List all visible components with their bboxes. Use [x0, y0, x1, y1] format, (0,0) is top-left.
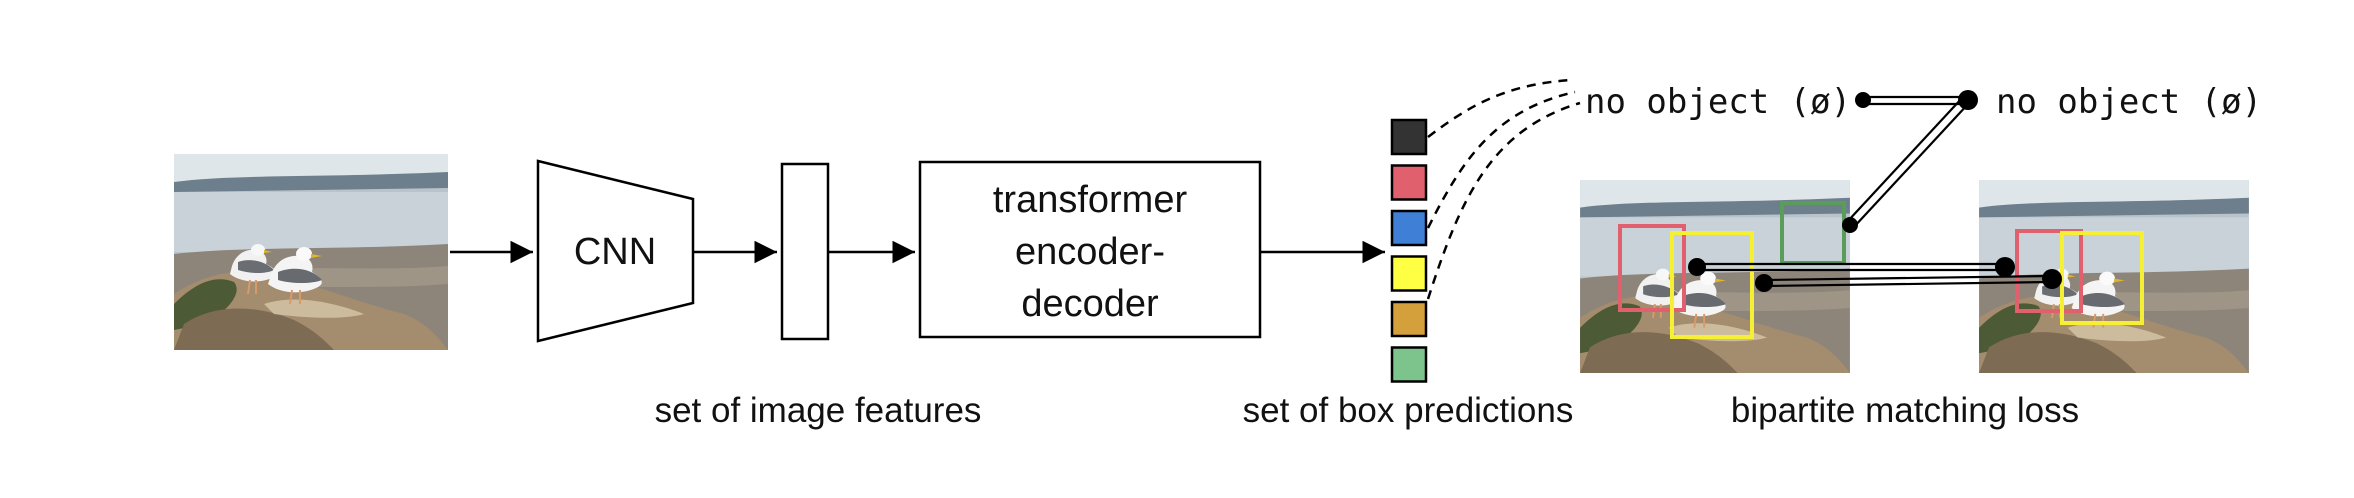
- box-prediction-squares: [1390, 118, 1428, 383]
- prediction-square-0: [1390, 118, 1428, 156]
- no-object-label-left: no object (ø): [1585, 82, 1851, 122]
- matching-dots: [1688, 90, 2062, 292]
- caption-box-predictions: set of box predictions: [1243, 391, 1574, 430]
- transformer-label-line2: encoder-: [1015, 231, 1165, 273]
- caption-image-features: set of image features: [655, 391, 982, 430]
- matching-image-predictions: [1579, 180, 1851, 373]
- transformer-label-line1: transformer: [993, 179, 1188, 221]
- image-features-block: [780, 162, 830, 341]
- gt-box-yellow: [2060, 231, 2144, 325]
- no-object-label-right: no object (ø): [1996, 82, 2262, 122]
- pred-box-yellow: [1670, 231, 1754, 339]
- prediction-square-5: [1390, 346, 1428, 383]
- prediction-square-1: [1390, 164, 1428, 201]
- cnn-label: CNN: [574, 231, 656, 273]
- caption-matching-loss: bipartite matching loss: [1731, 391, 2079, 430]
- transformer-label-line3: decoder: [1021, 283, 1159, 325]
- no-object-dashed-links: [1426, 78, 1581, 300]
- matching-image-ground-truth: [1978, 180, 2250, 373]
- gt-box-red: [2015, 229, 2083, 313]
- prediction-square-2: [1390, 209, 1428, 247]
- cnn-block: CNN: [536, 159, 695, 343]
- input-image: [174, 154, 448, 350]
- prediction-square-4: [1390, 300, 1428, 338]
- pred-box-red: [1618, 224, 1686, 312]
- transformer-block: transformer encoder- decoder: [918, 160, 1262, 339]
- prediction-square-3: [1390, 255, 1428, 292]
